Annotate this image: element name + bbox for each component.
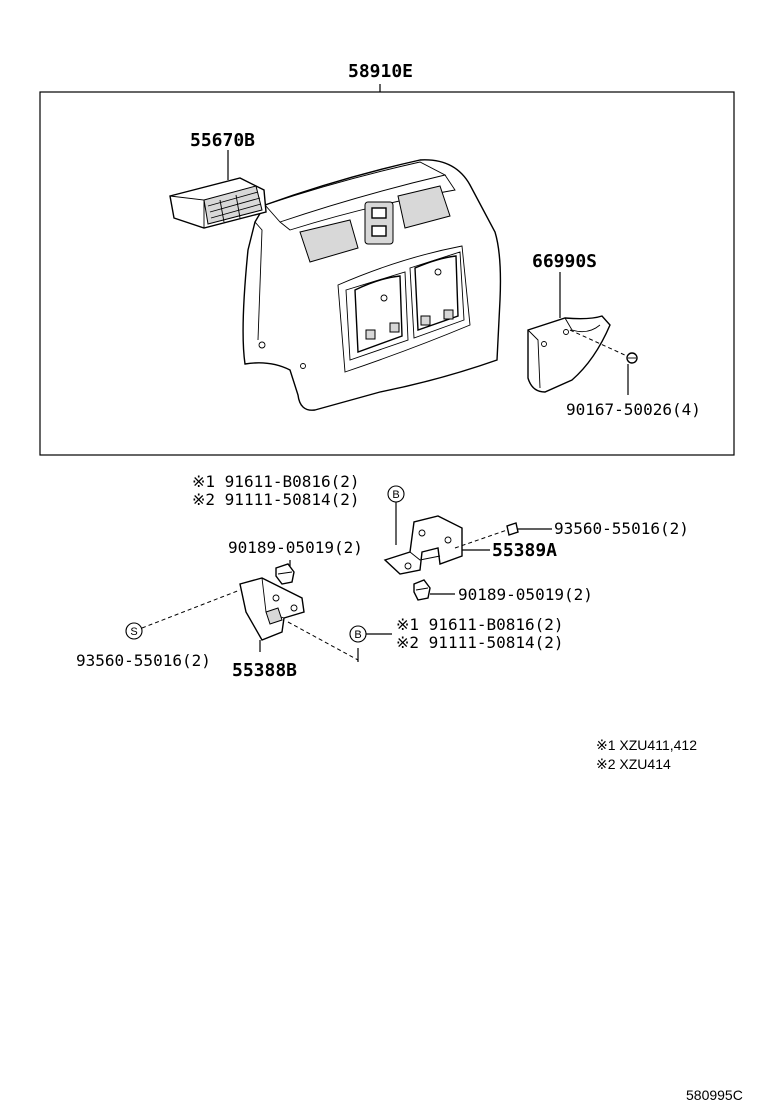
clip-90189-right[interactable] (413, 579, 431, 601)
label-93560-55016-left[interactable]: 93560-55016(2) (76, 651, 211, 670)
label-55388b[interactable]: 55388B (232, 660, 297, 681)
callout-b-bottom: B (287, 621, 392, 662)
clip-90189-left[interactable] (275, 563, 295, 585)
callout-b-top: B (387, 485, 405, 545)
cover-66990s[interactable] (527, 315, 611, 393)
label-bolt-set-top-2[interactable]: ※2 91111-50814(2) (192, 490, 360, 509)
label-90189-05019-right[interactable]: 90189-05019(2) (458, 585, 593, 604)
label-bolt-set-bottom-2[interactable]: ※2 91111-50814(2) (396, 633, 564, 652)
note-2: ※2 XZU414 (596, 756, 671, 772)
bracket-55389a[interactable] (383, 515, 463, 575)
console-panel[interactable] (242, 159, 502, 411)
screw-90167[interactable] (569, 329, 638, 364)
label-55670b[interactable]: 55670B (190, 130, 255, 151)
label-90167-50026[interactable]: 90167-50026(4) (566, 400, 701, 419)
label-93560-55016-right[interactable]: 93560-55016(2) (554, 519, 689, 538)
assembly-frame (39, 91, 735, 456)
note-1: ※1 XZU411,412 (596, 737, 697, 753)
label-90189-05019-left[interactable]: 90189-05019(2) (228, 538, 363, 557)
label-66990s[interactable]: 66990S (532, 251, 597, 272)
bracket-55388b[interactable] (239, 577, 305, 641)
screw-93560-right[interactable] (454, 522, 519, 549)
svg-text:B: B (392, 489, 399, 501)
figure-id: 580995C (686, 1087, 743, 1103)
svg-text:S: S (130, 626, 137, 638)
svg-text:B: B (354, 629, 361, 641)
label-55389a[interactable]: 55389A (492, 540, 557, 561)
label-58910e[interactable]: 58910E (348, 61, 413, 82)
label-bolt-set-top-1[interactable]: ※1 91611-B0816(2) (192, 472, 360, 491)
label-bolt-set-bottom-1[interactable]: ※1 91611-B0816(2) (396, 615, 564, 634)
callout-s: S (125, 589, 241, 640)
air-vent-55670b[interactable] (169, 177, 267, 229)
